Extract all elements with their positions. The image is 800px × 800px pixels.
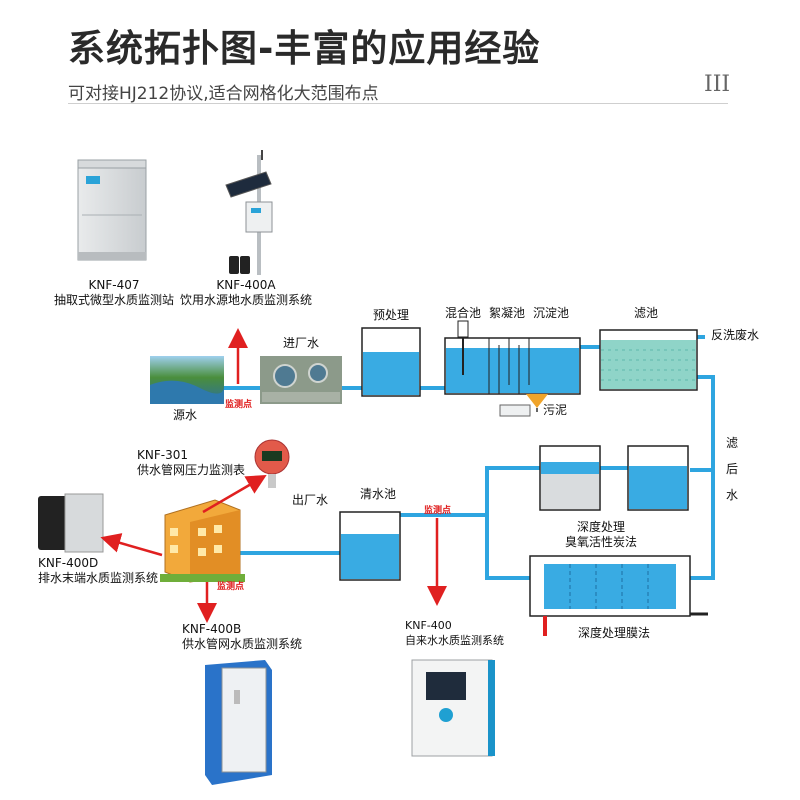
monitoring-arrows bbox=[100, 328, 447, 623]
knf400-label: KNF-400 自来水水质监测系统 bbox=[405, 618, 504, 648]
knf301-desc: 供水管网压力监测表 bbox=[137, 463, 246, 477]
knf400-model: KNF-400 bbox=[405, 619, 452, 632]
knf400b-cabinet-image bbox=[205, 660, 272, 785]
source-water-image bbox=[150, 356, 225, 404]
filtered-water-char-2: 后 bbox=[726, 462, 739, 476]
monitoring-point-network: 监测点 bbox=[217, 582, 245, 592]
knf400b-model: KNF-400B bbox=[182, 622, 242, 636]
knf407-model: KNF-407 bbox=[88, 278, 140, 292]
monitoring-point-source: 监测点 bbox=[225, 400, 253, 410]
knf400d-model: KNF-400D bbox=[38, 556, 99, 570]
outlet-water-label: 出厂水 bbox=[292, 493, 329, 507]
membrane-label: 深度处理膜法 bbox=[578, 626, 651, 640]
filtered-water-char-3: 水 bbox=[726, 488, 739, 502]
knf301-pressure-gauge-image bbox=[254, 439, 290, 488]
backwash-label: 反洗废水 bbox=[711, 328, 760, 342]
knf400a-station-image bbox=[225, 150, 273, 275]
clear-pool-label: 清水池 bbox=[360, 487, 397, 501]
knf400d-device-image bbox=[38, 493, 104, 553]
ozone-carbon-tanks bbox=[539, 445, 689, 511]
knf400b-label: KNF-400B 供水管网水质监测系统 bbox=[182, 622, 302, 652]
filtered-water-char-1: 滤 bbox=[726, 436, 739, 450]
page-subtitle: 可对接HJ212协议,适合网格化大范围布点 bbox=[68, 84, 379, 104]
knf400b-desc: 供水管网水质监测系统 bbox=[182, 637, 303, 651]
knf400-desc: 自来水水质监测系统 bbox=[405, 634, 504, 647]
page-title: 系统拓扑图-丰富的应用经验 bbox=[68, 27, 541, 70]
ozone-carbon-label: 深度处理 臭氧活性炭法 bbox=[565, 520, 637, 550]
membrane-tank bbox=[529, 555, 708, 636]
knf400d-label: KNF-400D 排水末端水质监测系统 bbox=[38, 556, 158, 586]
knf400d-desc: 排水末端水质监测系统 bbox=[38, 571, 159, 585]
knf400a-model: KNF-400A bbox=[216, 278, 276, 292]
knf407-desc: 抽取式微型水质监测站 bbox=[54, 293, 175, 307]
ozone-carbon-line1: 深度处理 bbox=[577, 520, 626, 534]
coagulation-basin bbox=[444, 320, 581, 417]
header-divider bbox=[68, 103, 728, 104]
filtered-water-label: 滤 后 水 bbox=[726, 430, 738, 508]
sedimentation-label: 沉淀池 bbox=[533, 306, 570, 320]
knf301-label: KNF-301 供水管网压力监测表 bbox=[137, 448, 245, 478]
sludge-label: 污泥 bbox=[543, 403, 568, 417]
source-water-label: 源水 bbox=[173, 408, 198, 422]
knf301-model: KNF-301 bbox=[137, 448, 188, 462]
inlet-plant-image bbox=[260, 356, 342, 404]
section-mark: III bbox=[704, 72, 731, 97]
inlet-water-label: 进厂水 bbox=[283, 336, 320, 350]
knf400a-label: KNF-400A 饮用水源地水质监测系统 bbox=[180, 278, 312, 308]
clear-water-pool bbox=[339, 511, 401, 581]
pipes bbox=[224, 335, 715, 580]
filter-tank bbox=[599, 329, 698, 391]
knf407-label: KNF-407 抽取式微型水质监测站 bbox=[54, 278, 174, 308]
flocculation-label: 絮凝池 bbox=[489, 306, 526, 320]
knf400-cabinet-image bbox=[411, 659, 495, 757]
mixing-label: 混合池 bbox=[445, 306, 482, 320]
monitoring-point-clear-pool: 监测点 bbox=[424, 506, 452, 516]
pretreatment-tank bbox=[361, 327, 421, 397]
pretreatment-label: 预处理 bbox=[373, 308, 410, 322]
filter-label: 滤池 bbox=[634, 306, 659, 320]
ozone-carbon-line2: 臭氧活性炭法 bbox=[565, 535, 638, 549]
knf400a-desc: 饮用水源地水质监测系统 bbox=[180, 293, 313, 307]
knf407-cabinet-image bbox=[77, 159, 147, 261]
residential-building-image bbox=[160, 499, 245, 583]
